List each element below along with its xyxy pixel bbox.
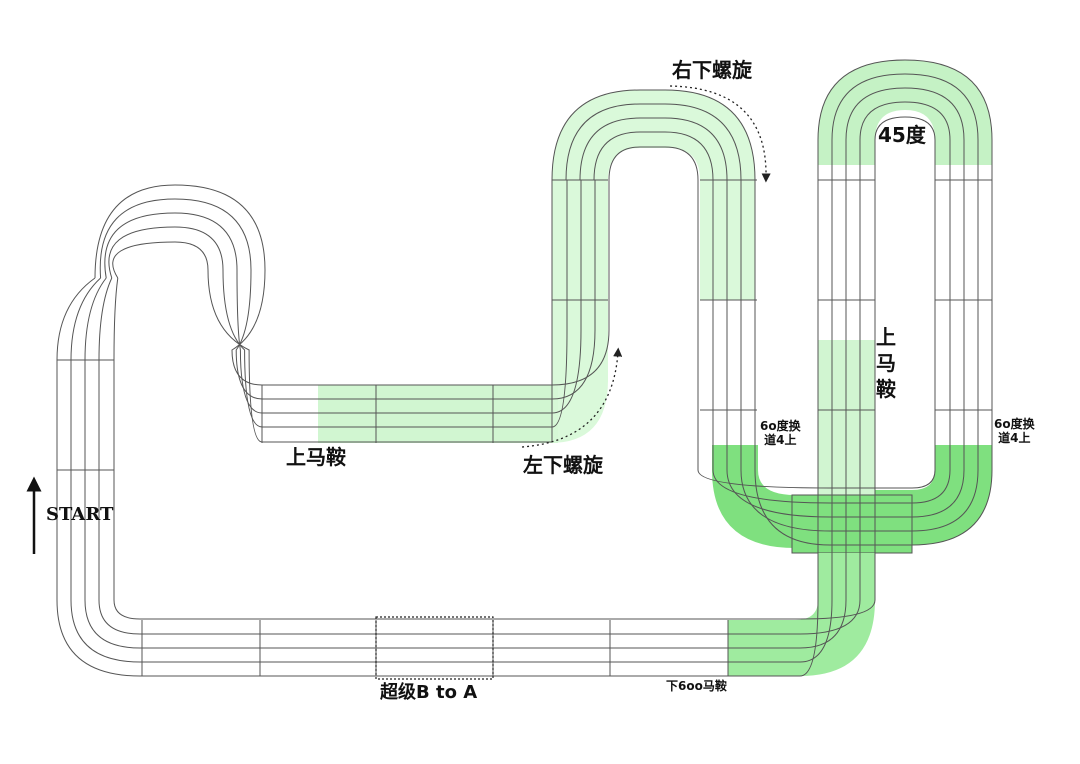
lane-change-label-b: 6o度换 道4上: [994, 417, 1035, 446]
lane-change-label-a: 6o度换 道4上: [760, 419, 801, 448]
lane-line: [799, 553, 876, 620]
lane-change-a-line-2: 道4上: [764, 432, 797, 447]
lane-line: [104, 212, 552, 414]
vertical-saddle-char-1: 上: [876, 325, 896, 349]
lane-line: [99, 198, 552, 400]
lane-line: [565, 103, 912, 532]
upper-saddle-label: 上马鞍: [286, 445, 346, 469]
vertical-saddle-char-3: 鞍: [876, 377, 896, 401]
right-down-spiral-label: 右下螺旋: [672, 58, 752, 82]
lane-line: [831, 73, 979, 553]
lane-line: [70, 277, 101, 600]
lane-line: [56, 277, 96, 600]
lane-line: [56, 599, 800, 677]
lane-line: [94, 184, 552, 386]
left-spiral-arrow: [521, 347, 623, 448]
highlight-bottom-exit: [728, 553, 875, 676]
lane-line: [98, 599, 800, 635]
lane-line: [579, 117, 912, 518]
angle-45-label: 45度: [878, 123, 926, 147]
lane-line: [551, 180, 582, 414]
lane-line: [799, 553, 847, 649]
highlight-top-loop: [818, 60, 992, 165]
lane-line: [551, 180, 596, 400]
highlight-upper-straight: [318, 385, 558, 443]
lane-line: [113, 599, 800, 620]
lane-line: [593, 131, 912, 504]
super-b-to-a-box: [375, 616, 494, 680]
track-lanes: [56, 59, 993, 677]
lane-line: [799, 553, 819, 677]
lane-change-b-line-2: 道4上: [998, 430, 1031, 445]
vertical-saddle-char-2: 马: [876, 351, 896, 375]
super-b-to-a-label: 超级B to A: [380, 682, 478, 703]
right-spiral-arrow: [669, 85, 771, 183]
down-600-saddle-label: 下6oo马鞍: [666, 679, 727, 693]
highlight-left-spiral: [550, 90, 755, 443]
lane-line: [551, 180, 568, 428]
highlight-zones: [318, 60, 992, 676]
lane-change-b-line-1: 6o度换: [994, 417, 1035, 431]
lane-line: [84, 599, 800, 649]
lane-change-a-line-1: 6o度换: [760, 419, 801, 433]
lane-line: [112, 241, 552, 443]
lane-line: [113, 277, 119, 600]
lane-line: [608, 146, 912, 489]
highlight-bridge: [791, 494, 913, 554]
left-down-spiral-label: 左下螺旋: [523, 453, 603, 477]
lane-line: [70, 599, 800, 663]
lane-line: [874, 116, 936, 553]
lane-line: [98, 277, 113, 600]
lane-line: [859, 101, 951, 553]
lane-line: [845, 87, 965, 553]
vertical-saddle-label: 上 马 鞍: [876, 324, 896, 402]
lane-line: [799, 553, 861, 635]
lane-line: [108, 226, 552, 428]
lane-line: [84, 277, 107, 600]
start-label: START: [46, 504, 114, 525]
lane-line: [551, 89, 912, 546]
lane-line: [817, 59, 993, 553]
